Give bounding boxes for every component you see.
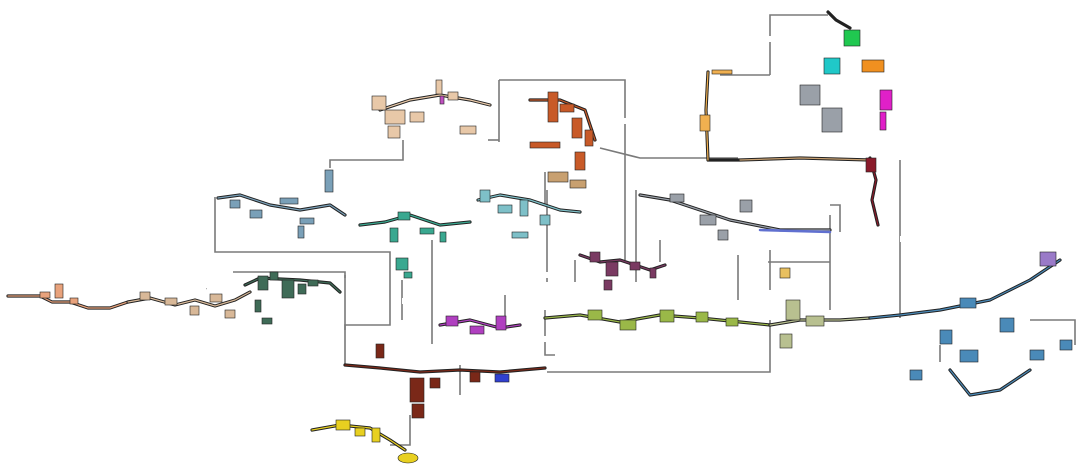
region-outer-expanse: · <box>126 287 252 319</box>
region-memory-crypts <box>768 267 872 349</box>
region-shaded-citadel <box>438 315 522 335</box>
region-pipeyard <box>476 189 582 239</box>
region-five-pebbles <box>699 10 893 162</box>
region-lunar-chamber <box>310 419 419 464</box>
svg-text:·: · <box>206 287 207 291</box>
region-waterfront <box>543 309 772 331</box>
region-shoreline <box>638 193 832 241</box>
region-garbage-wastes <box>243 271 342 325</box>
region-industrial-complex <box>216 169 347 239</box>
region-sky-islands <box>528 91 597 189</box>
region-drainage-system <box>358 211 472 279</box>
region-filtration <box>865 156 880 227</box>
region-chimney-canopy <box>371 79 492 139</box>
region-outskirts <box>6 283 130 310</box>
region-outer-rim <box>868 251 1073 397</box>
region-farm-arrays <box>578 251 667 291</box>
region-subterranean <box>343 343 547 419</box>
region-connectors <box>214 14 1076 446</box>
connector-labels <box>292 36 909 366</box>
